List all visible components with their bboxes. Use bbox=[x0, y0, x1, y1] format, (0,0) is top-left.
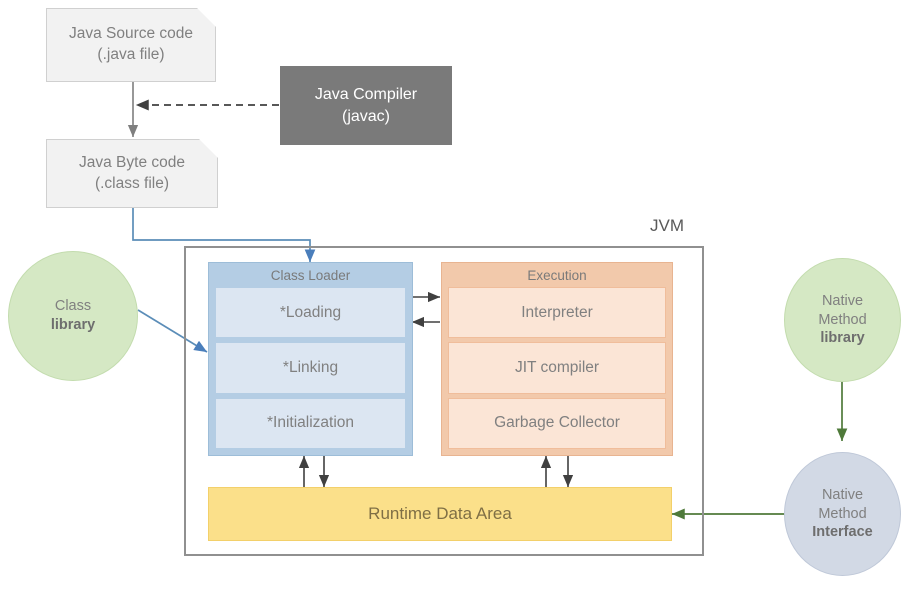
class-loader-item-initialization: *Initialization bbox=[215, 397, 406, 449]
class-library-circle: Class library bbox=[8, 251, 138, 381]
runtime-data-area-box: Runtime Data Area bbox=[208, 487, 672, 541]
jvm-boundary-box bbox=[184, 246, 704, 556]
native-method-interface-line3: Interface bbox=[812, 524, 873, 541]
execution-title: Execution bbox=[527, 268, 587, 283]
native-method-library-line3: library bbox=[820, 330, 865, 347]
execution-item-garbage-collector: Garbage Collector bbox=[448, 397, 666, 449]
execution-item-interpreter: Interpreter bbox=[448, 287, 666, 339]
class-loader-panel: Class Loader *Loading *Linking *Initiali… bbox=[208, 262, 413, 456]
jvm-label: JVM bbox=[650, 216, 684, 235]
native-method-library-line1: Native bbox=[821, 292, 864, 309]
native-method-library-line2: Method bbox=[818, 311, 867, 328]
execution-item-jit-compiler: JIT compiler bbox=[448, 342, 666, 394]
native-method-interface-circle: Native Method Interface bbox=[784, 452, 901, 576]
native-method-library-circle: Native Method library bbox=[784, 258, 901, 382]
java-bytecode-line2: (.class file) bbox=[94, 174, 170, 192]
class-loader-item-linking: *Linking bbox=[215, 342, 406, 394]
java-source-code-node: Java Source code (.java file) bbox=[46, 8, 216, 82]
class-loader-item-loading: *Loading bbox=[215, 287, 406, 339]
native-method-interface-line1: Native bbox=[821, 486, 864, 503]
java-compiler-node: Java Compiler (javac) bbox=[280, 66, 452, 145]
java-source-code-line1: Java Source code bbox=[68, 25, 194, 43]
java-compiler-line2: (javac) bbox=[341, 107, 390, 125]
java-compiler-line1: Java Compiler bbox=[314, 85, 418, 103]
java-source-code-line2: (.java file) bbox=[97, 46, 165, 63]
class-library-line1: Class bbox=[54, 298, 92, 315]
java-bytecode-line1: Java Byte code bbox=[79, 153, 185, 171]
java-bytecode-node: Java Byte code (.class file) bbox=[46, 139, 218, 208]
execution-panel: Execution Interpreter JIT compiler Garba… bbox=[441, 262, 673, 456]
native-method-interface-line2: Method bbox=[818, 505, 867, 522]
class-library-line2: library bbox=[50, 317, 96, 333]
class-loader-title: Class Loader bbox=[270, 268, 351, 283]
